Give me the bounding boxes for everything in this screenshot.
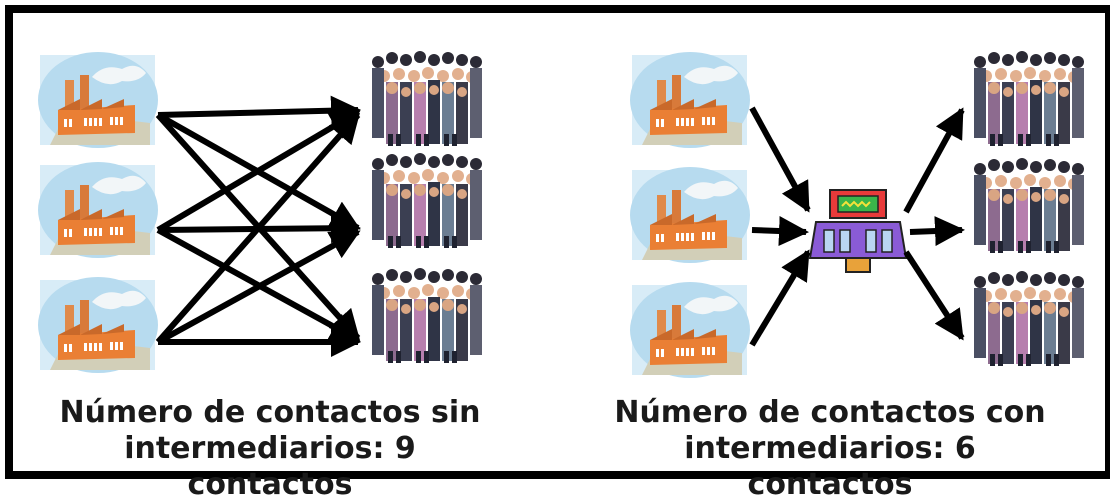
factory-icon — [630, 282, 750, 378]
crowd-icon — [970, 155, 1088, 255]
factory-icon — [38, 52, 158, 148]
left-caption-line2: intermediarios: 9 contactos — [124, 431, 416, 502]
crowd-icon — [970, 48, 1088, 148]
crowd-icon — [368, 150, 486, 250]
factory-icon — [630, 52, 750, 148]
intermediary-contact-arrows — [749, 106, 965, 347]
factory-icon — [38, 162, 158, 258]
crowd-icon — [368, 48, 486, 148]
right-caption: Número de contactos con intermediarios: … — [600, 395, 1060, 503]
crowd-icon — [970, 268, 1088, 368]
left-caption: Número de contactos sin intermediarios: … — [40, 395, 500, 503]
right-caption-line1: Número de contactos con — [614, 395, 1046, 430]
intermediary-robot-icon — [808, 189, 908, 273]
factory-icon — [38, 277, 158, 373]
factory-icon — [630, 167, 750, 263]
crowd-icon — [368, 265, 486, 365]
direct-contact-arrows — [155, 95, 361, 357]
left-caption-line1: Número de contactos sin — [59, 395, 481, 430]
right-caption-line2: intermediarios: 6 contactos — [684, 431, 976, 502]
distribution-diagram — [38, 48, 1088, 378]
